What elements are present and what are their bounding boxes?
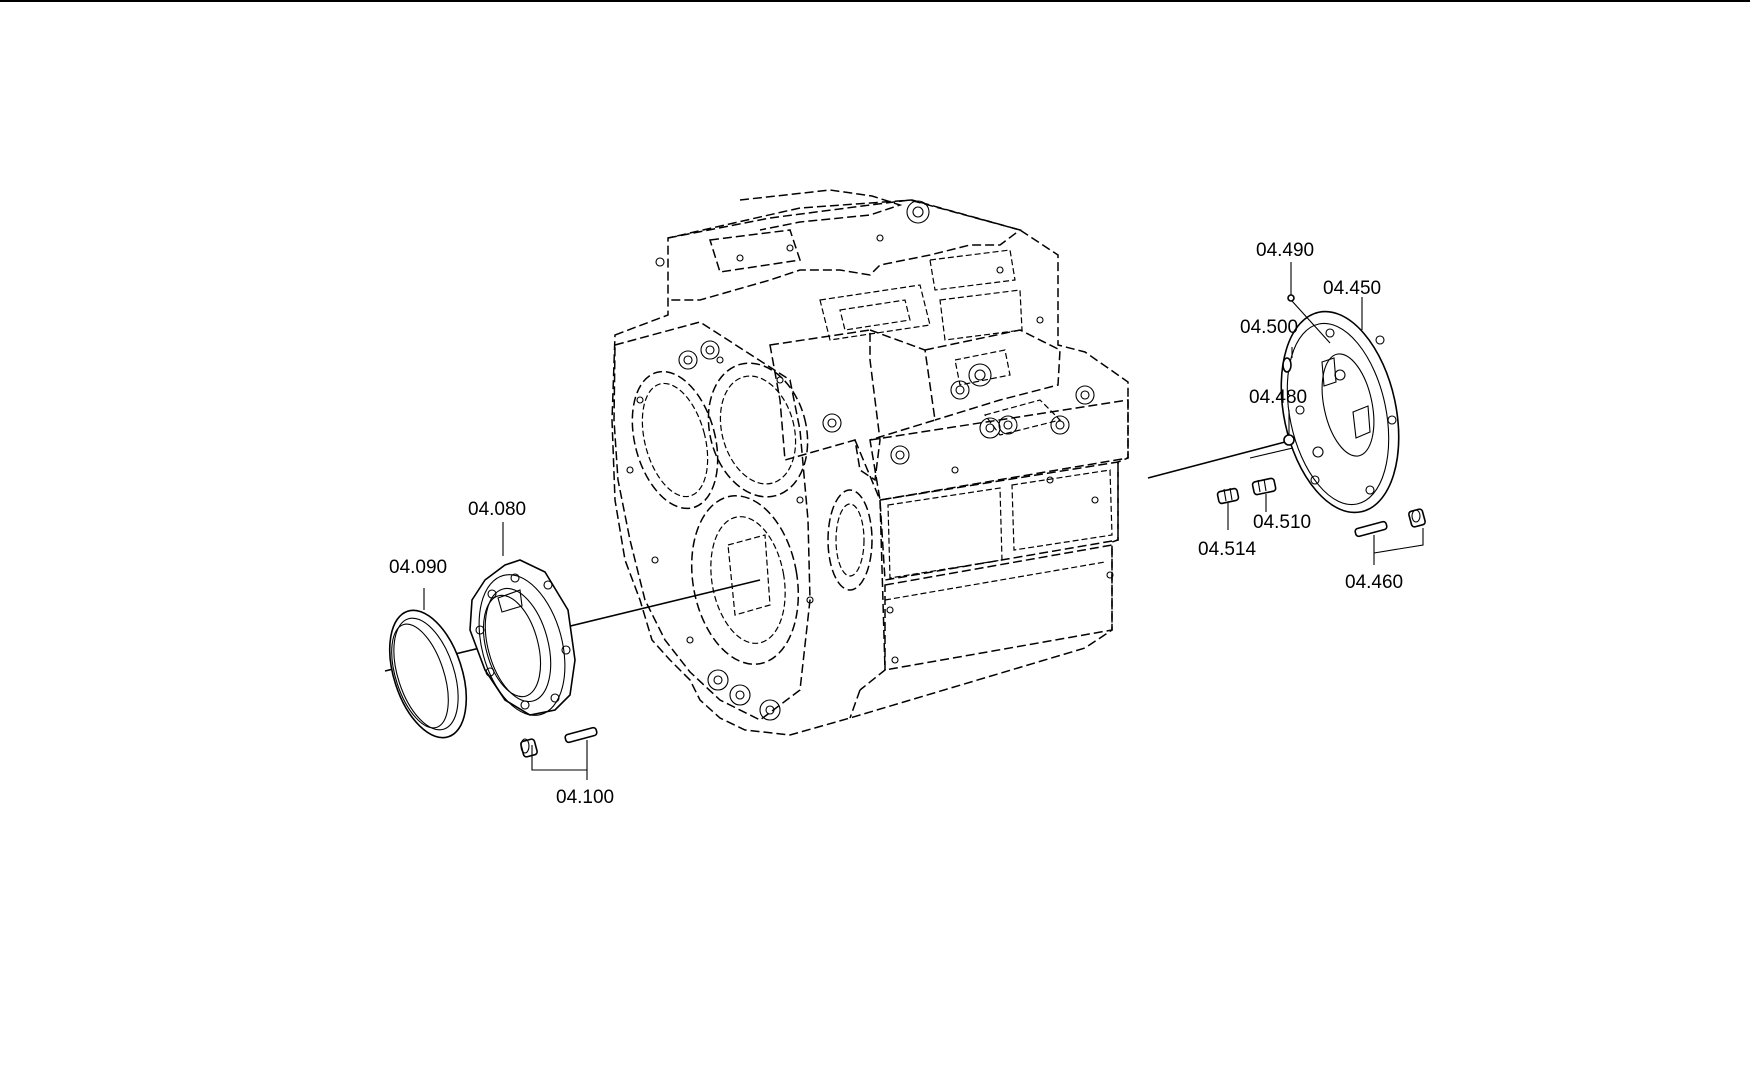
stud-pin-right [1354,520,1388,538]
upper-right-bore [707,362,809,498]
fastener-nut-left [520,738,538,758]
transmission-housing [611,189,1129,736]
right-axis-line [1147,441,1286,479]
bearing-cover [469,559,576,716]
fastener-nut-right [1408,508,1426,528]
valve-04510 [1251,477,1277,496]
ball-04490 [1287,294,1295,302]
lower-bore [690,495,800,665]
callout-04500: 04.500 [1240,317,1298,338]
callout-04090: 04.090 [389,557,447,578]
callout-04080: 04.080 [468,499,526,520]
plug-04480 [1283,434,1295,446]
pump-cover-plate [1280,310,1400,514]
callout-04480: 04.480 [1249,387,1307,408]
callout-04510: 04.510 [1253,512,1311,533]
callout-04490: 04.490 [1256,240,1314,261]
leader-lines [423,262,1424,780]
oring-04500 [1282,357,1292,373]
callout-04100: 04.100 [556,787,614,808]
callout-04450: 04.450 [1323,278,1381,299]
screw-plug-04514 [1216,487,1240,505]
upper-left-bore [631,370,719,510]
callout-04514: 04.514 [1198,539,1257,560]
seal-ring [388,609,468,739]
callout-04460: 04.460 [1345,572,1403,593]
stud-pin-left [564,726,598,744]
